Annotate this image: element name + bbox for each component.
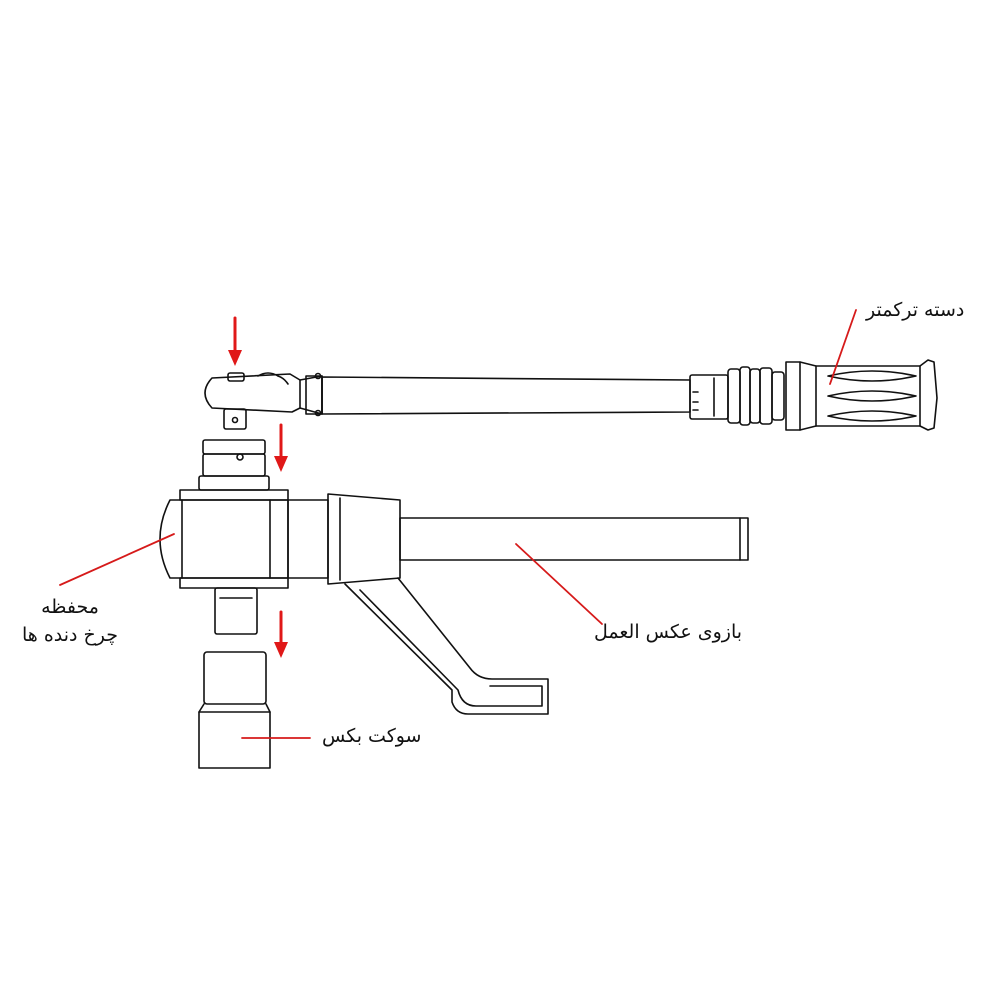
label-gear-housing: محفظه چرخ دنده ها bbox=[5, 594, 135, 649]
label-gear-housing-line2: چرخ دنده ها bbox=[21, 623, 119, 646]
leader-gear-housing bbox=[59, 533, 175, 586]
reaction-arm bbox=[327, 493, 749, 715]
socket-upper bbox=[203, 651, 267, 705]
label-impact-socket: سوکت بکس bbox=[322, 725, 422, 747]
impact-socket bbox=[198, 651, 271, 769]
arrow-down-icon bbox=[274, 423, 288, 472]
square-drive bbox=[223, 408, 247, 430]
wrench-tube bbox=[321, 376, 691, 415]
gear-housing bbox=[159, 489, 329, 635]
leader-lines bbox=[59, 309, 857, 739]
arrow-down-icon bbox=[228, 316, 242, 366]
reaction-foot bbox=[344, 577, 549, 715]
leader-reaction-arm bbox=[515, 543, 603, 625]
assembly-arrows bbox=[228, 316, 288, 658]
leader-torque-handle bbox=[829, 309, 857, 385]
housing-body bbox=[159, 499, 289, 579]
label-gear-housing-line1: محفظه bbox=[41, 596, 99, 618]
arrow-down-icon bbox=[274, 610, 288, 658]
label-torque-handle: دسته ترکمتر bbox=[866, 299, 965, 321]
torque-wrench bbox=[204, 359, 938, 431]
scale-sleeve bbox=[689, 374, 729, 420]
grip-handle bbox=[785, 359, 938, 431]
reaction-bar bbox=[399, 517, 749, 561]
ratchet-head bbox=[204, 373, 301, 413]
output-shaft bbox=[214, 587, 258, 635]
label-reaction-arm: بازوی عکس العمل bbox=[594, 621, 743, 643]
input-adapter bbox=[198, 439, 270, 491]
